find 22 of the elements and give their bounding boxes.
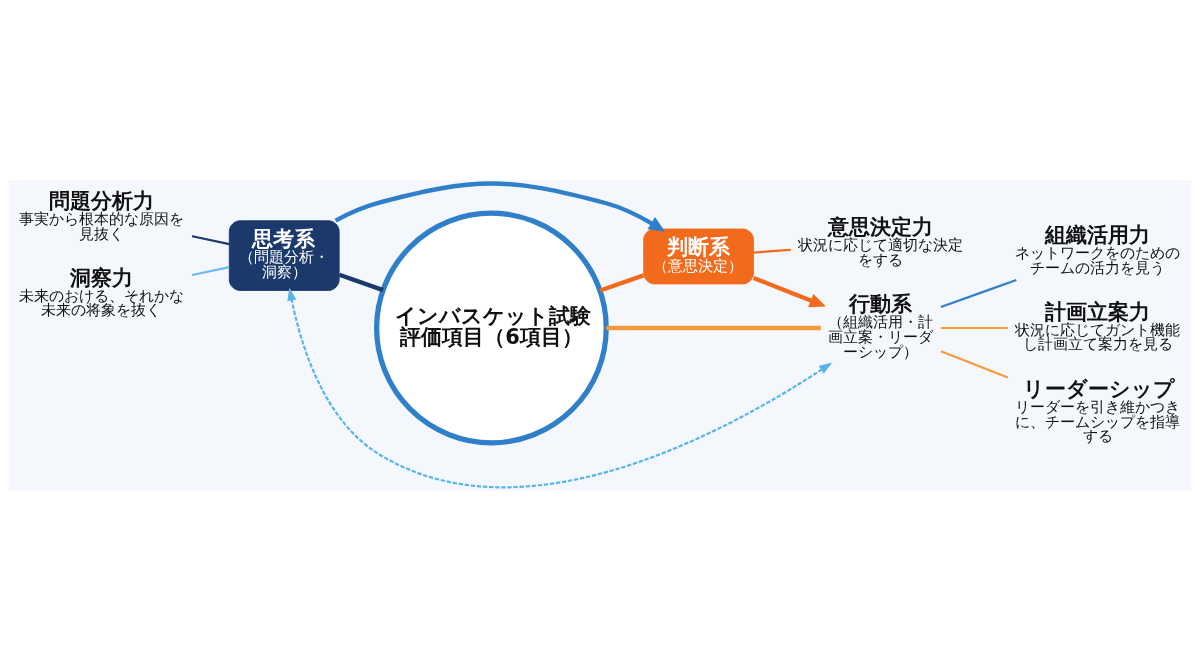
- node-text: 問題分析力 事実から根本的な原因を見抜く: [19, 188, 185, 242]
- node-text: 行動系 （組織活用・計画立案・リーダーシップ）: [828, 291, 934, 360]
- connector: [940, 326, 1008, 329]
- node-text: 組織活用力 ネットワークをのためのチームの活力を見う: [1015, 222, 1181, 276]
- connector: [940, 278, 1017, 308]
- arrow: [334, 180, 666, 232]
- node-box: 判断系 （意思決定）: [643, 228, 754, 284]
- connector: [606, 325, 821, 330]
- node-box: 思考系 （問題分析・洞察）: [228, 219, 340, 291]
- connector: [338, 272, 384, 292]
- connector: [191, 265, 230, 276]
- arrow: [287, 287, 833, 488]
- node-text: 計画立案力 状況に応じてガント機能し計画立て案力を見る: [1015, 299, 1181, 352]
- connector: [753, 248, 791, 254]
- connector: [940, 349, 1009, 379]
- node-text: 意思決定力 状況に応じて適切な決定をする: [798, 214, 964, 268]
- connector: [191, 234, 230, 245]
- node-circle: インバスケット試験評価項目（6項目）: [374, 210, 609, 445]
- node-text: リーダーシップ リーダーを引き維かつきに、チームシップを指導する: [1015, 376, 1181, 444]
- arrow: [752, 275, 826, 307]
- connector: [599, 272, 645, 292]
- node-text: 洞察力 未来のおける、それかな未来の将象を抜く: [19, 265, 185, 318]
